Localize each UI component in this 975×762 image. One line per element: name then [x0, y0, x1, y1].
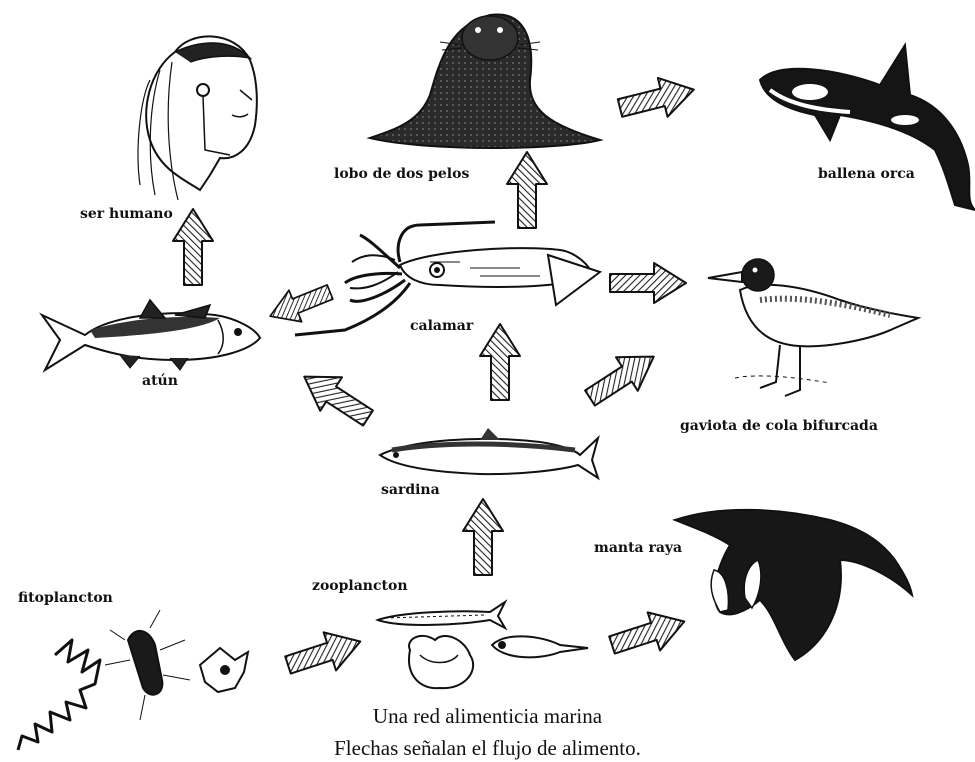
arrow-squid-to-tuna	[264, 276, 337, 332]
arrow-sardine-to-gull	[579, 340, 665, 415]
arrow-zooplankton-to-manta	[606, 602, 691, 664]
phytoplankton-illustration	[18, 610, 248, 750]
diagram-title: Una red alimenticia marina	[0, 704, 975, 729]
label-fur-seal: lobo de dos pelos	[334, 166, 469, 182]
tuna-illustration	[42, 300, 260, 370]
human-illustration	[138, 36, 257, 200]
arrow-sardine-to-squid	[480, 324, 520, 400]
arrow-sardine-to-tuna	[293, 360, 379, 435]
label-squid: calamar	[410, 318, 473, 334]
arrow-phytoplankton-to-zooplankton	[282, 622, 367, 684]
arrow-seal-to-orca	[615, 70, 698, 127]
label-gull: gaviota de cola bifurcada	[680, 418, 878, 434]
fur-seal-illustration	[370, 14, 600, 148]
arrow-squid-to-gull	[610, 263, 686, 303]
arrow-squid-to-seal	[507, 152, 547, 228]
gull-illustration	[708, 259, 918, 396]
diagram-subtitle: Flechas señalan el flujo de alimento.	[0, 736, 975, 761]
manta-ray-illustration	[675, 510, 912, 660]
label-human: ser humano	[80, 206, 173, 222]
label-tuna: atún	[142, 373, 178, 389]
label-manta: manta raya	[594, 540, 682, 556]
label-zooplankton: zooplancton	[312, 578, 408, 594]
label-orca: ballena orca	[818, 166, 915, 182]
arrow-tuna-to-human	[173, 209, 213, 285]
label-sardine: sardina	[381, 482, 440, 498]
zooplankton-illustration	[378, 602, 588, 688]
orca-illustration	[760, 45, 975, 210]
sardine-illustration	[380, 428, 598, 478]
label-phytoplankton: fitoplancton	[18, 590, 113, 606]
arrow-zooplankton-to-sardine	[463, 499, 503, 575]
